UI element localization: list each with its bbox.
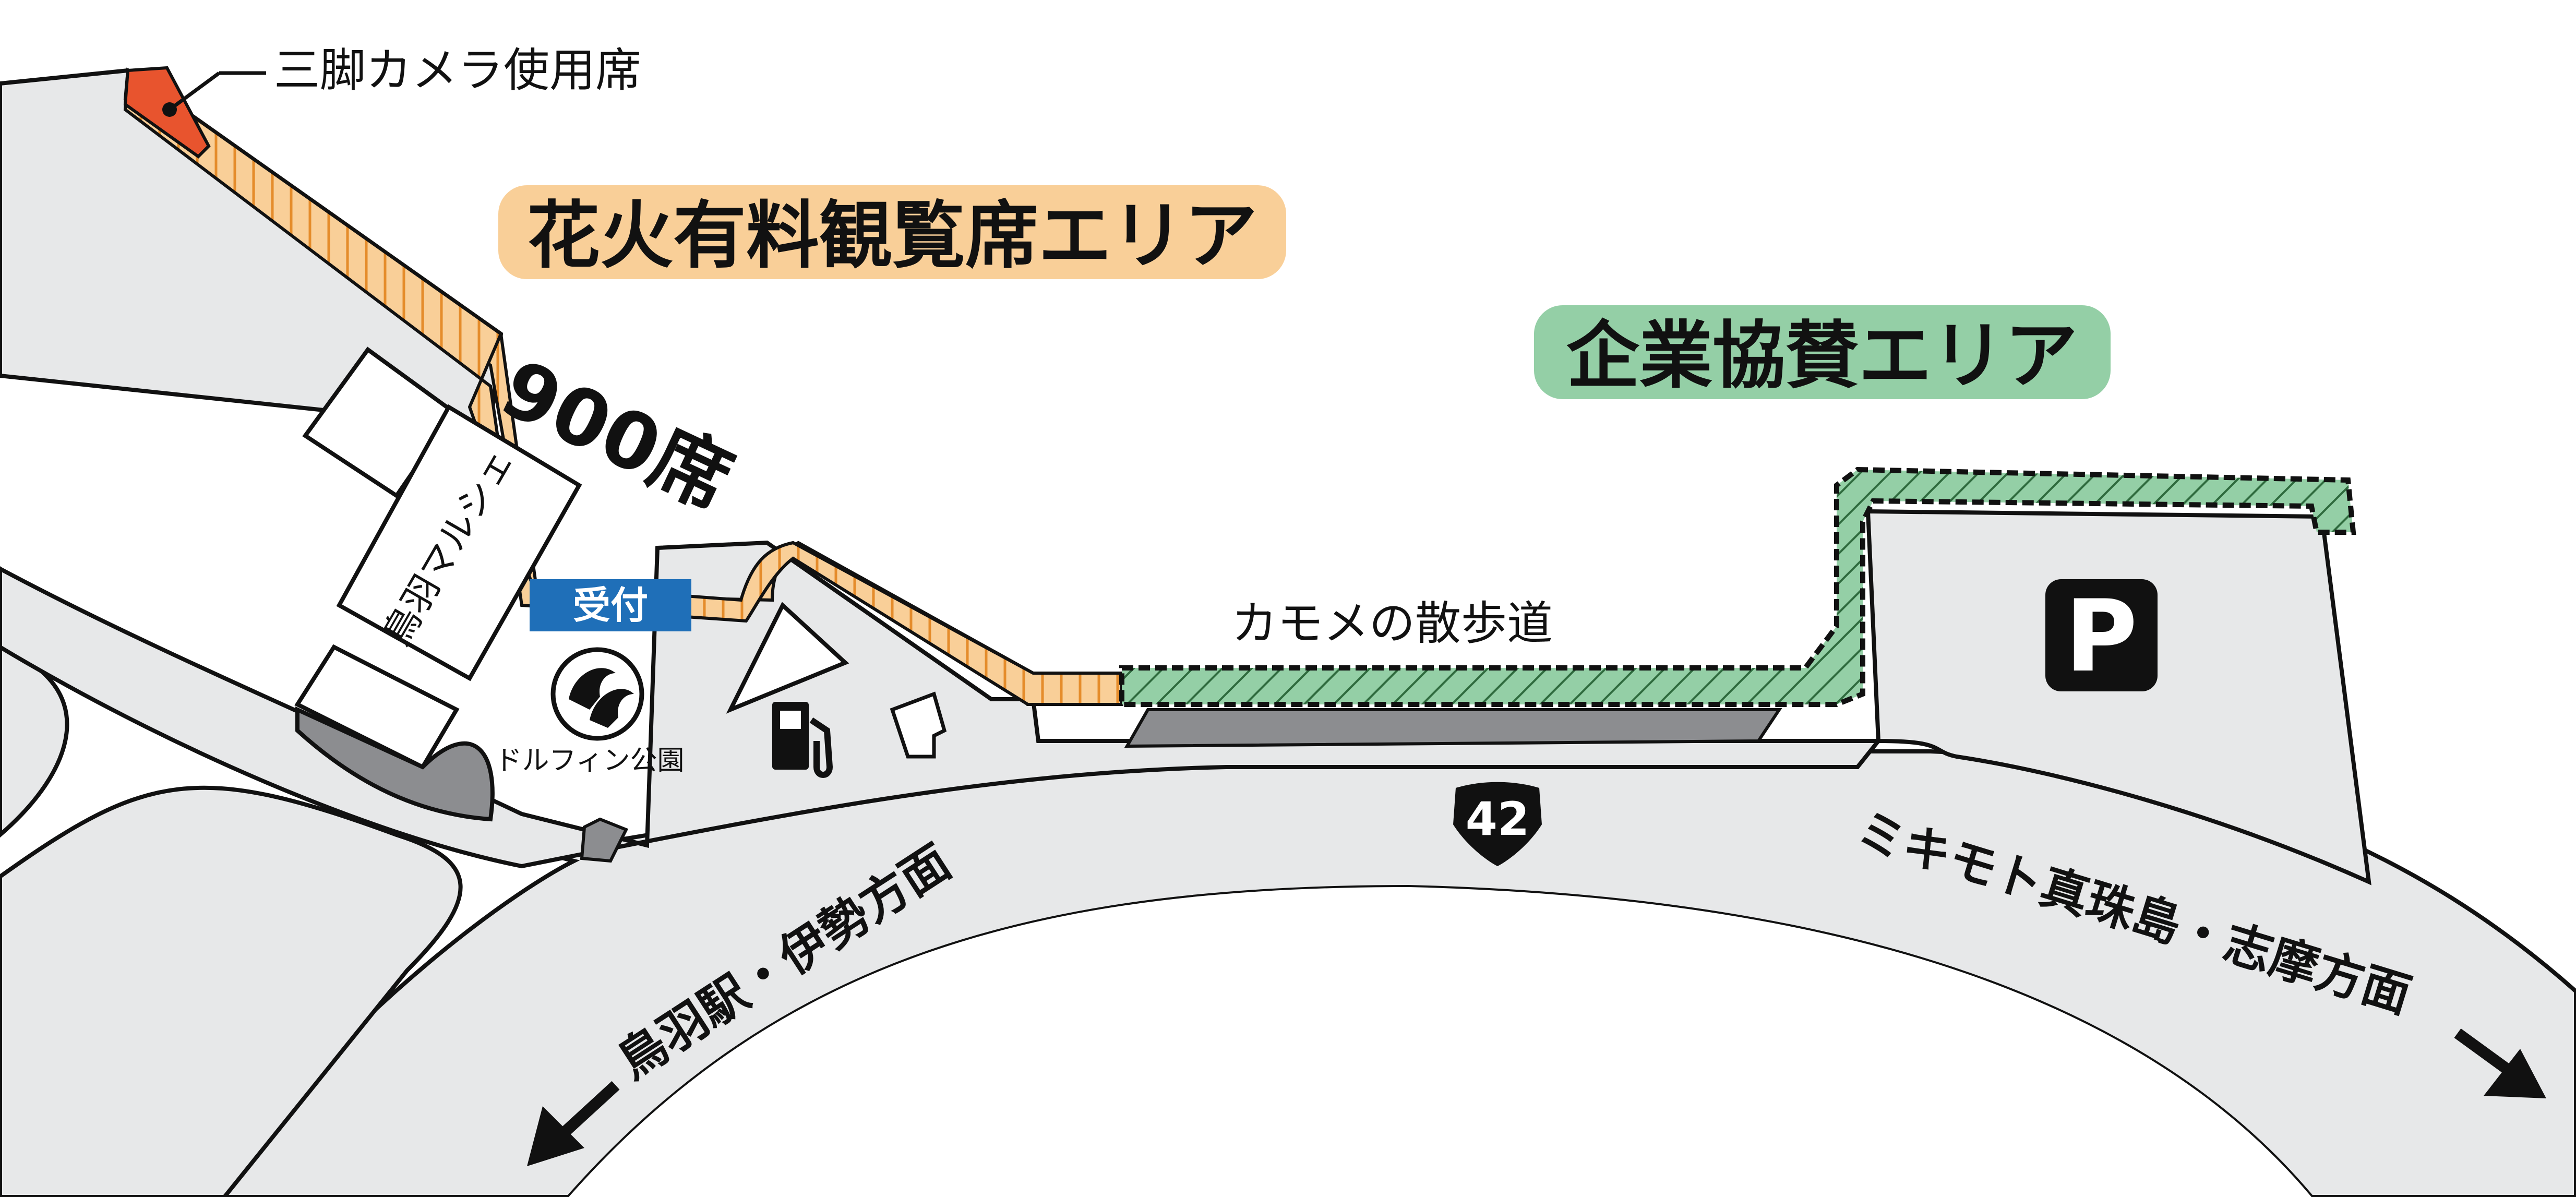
- tripod-seats-label: 三脚カメラ使用席: [274, 43, 641, 97]
- tripod-pointer-line: [168, 71, 221, 111]
- dolphin-logo-icon: [550, 647, 644, 741]
- promenade-label: カモメの散歩道: [1231, 596, 1553, 650]
- arrow-southeast-icon: [2454, 1028, 2546, 1098]
- sponsor-area-badge: [1534, 305, 2111, 399]
- gray-building: [295, 706, 495, 822]
- route-number: 42: [1466, 792, 1529, 846]
- triangle-plot: [726, 602, 849, 714]
- paid-area-label: 花火有料観覧席エリア: [527, 194, 1257, 279]
- parking-label: P: [2065, 579, 2137, 694]
- sponsor-area-label: 企業協賛エリア: [1566, 314, 2078, 399]
- fuel-pump-icon: [772, 702, 833, 778]
- market-main-building: [336, 404, 582, 681]
- reception-badge: [530, 579, 691, 631]
- park-label: ドルフィン公園: [495, 745, 685, 776]
- reception-label: 受付: [573, 583, 648, 627]
- arrow-southwest-icon: [527, 1081, 620, 1166]
- land-park-area: [0, 540, 1883, 869]
- promenade-strip: [1124, 708, 1782, 748]
- parking-icon: P: [2045, 579, 2158, 694]
- sponsor-area: [1119, 466, 2356, 707]
- paid-area-badge: [498, 185, 1286, 279]
- small-gray-box: [580, 817, 629, 863]
- route-shield-icon: 42: [1453, 782, 1542, 866]
- land-south: [569, 887, 2311, 1197]
- toilet-building-icon: [890, 691, 947, 759]
- parking-lot: [1865, 509, 2371, 885]
- land-lower-left-2: [0, 785, 463, 1197]
